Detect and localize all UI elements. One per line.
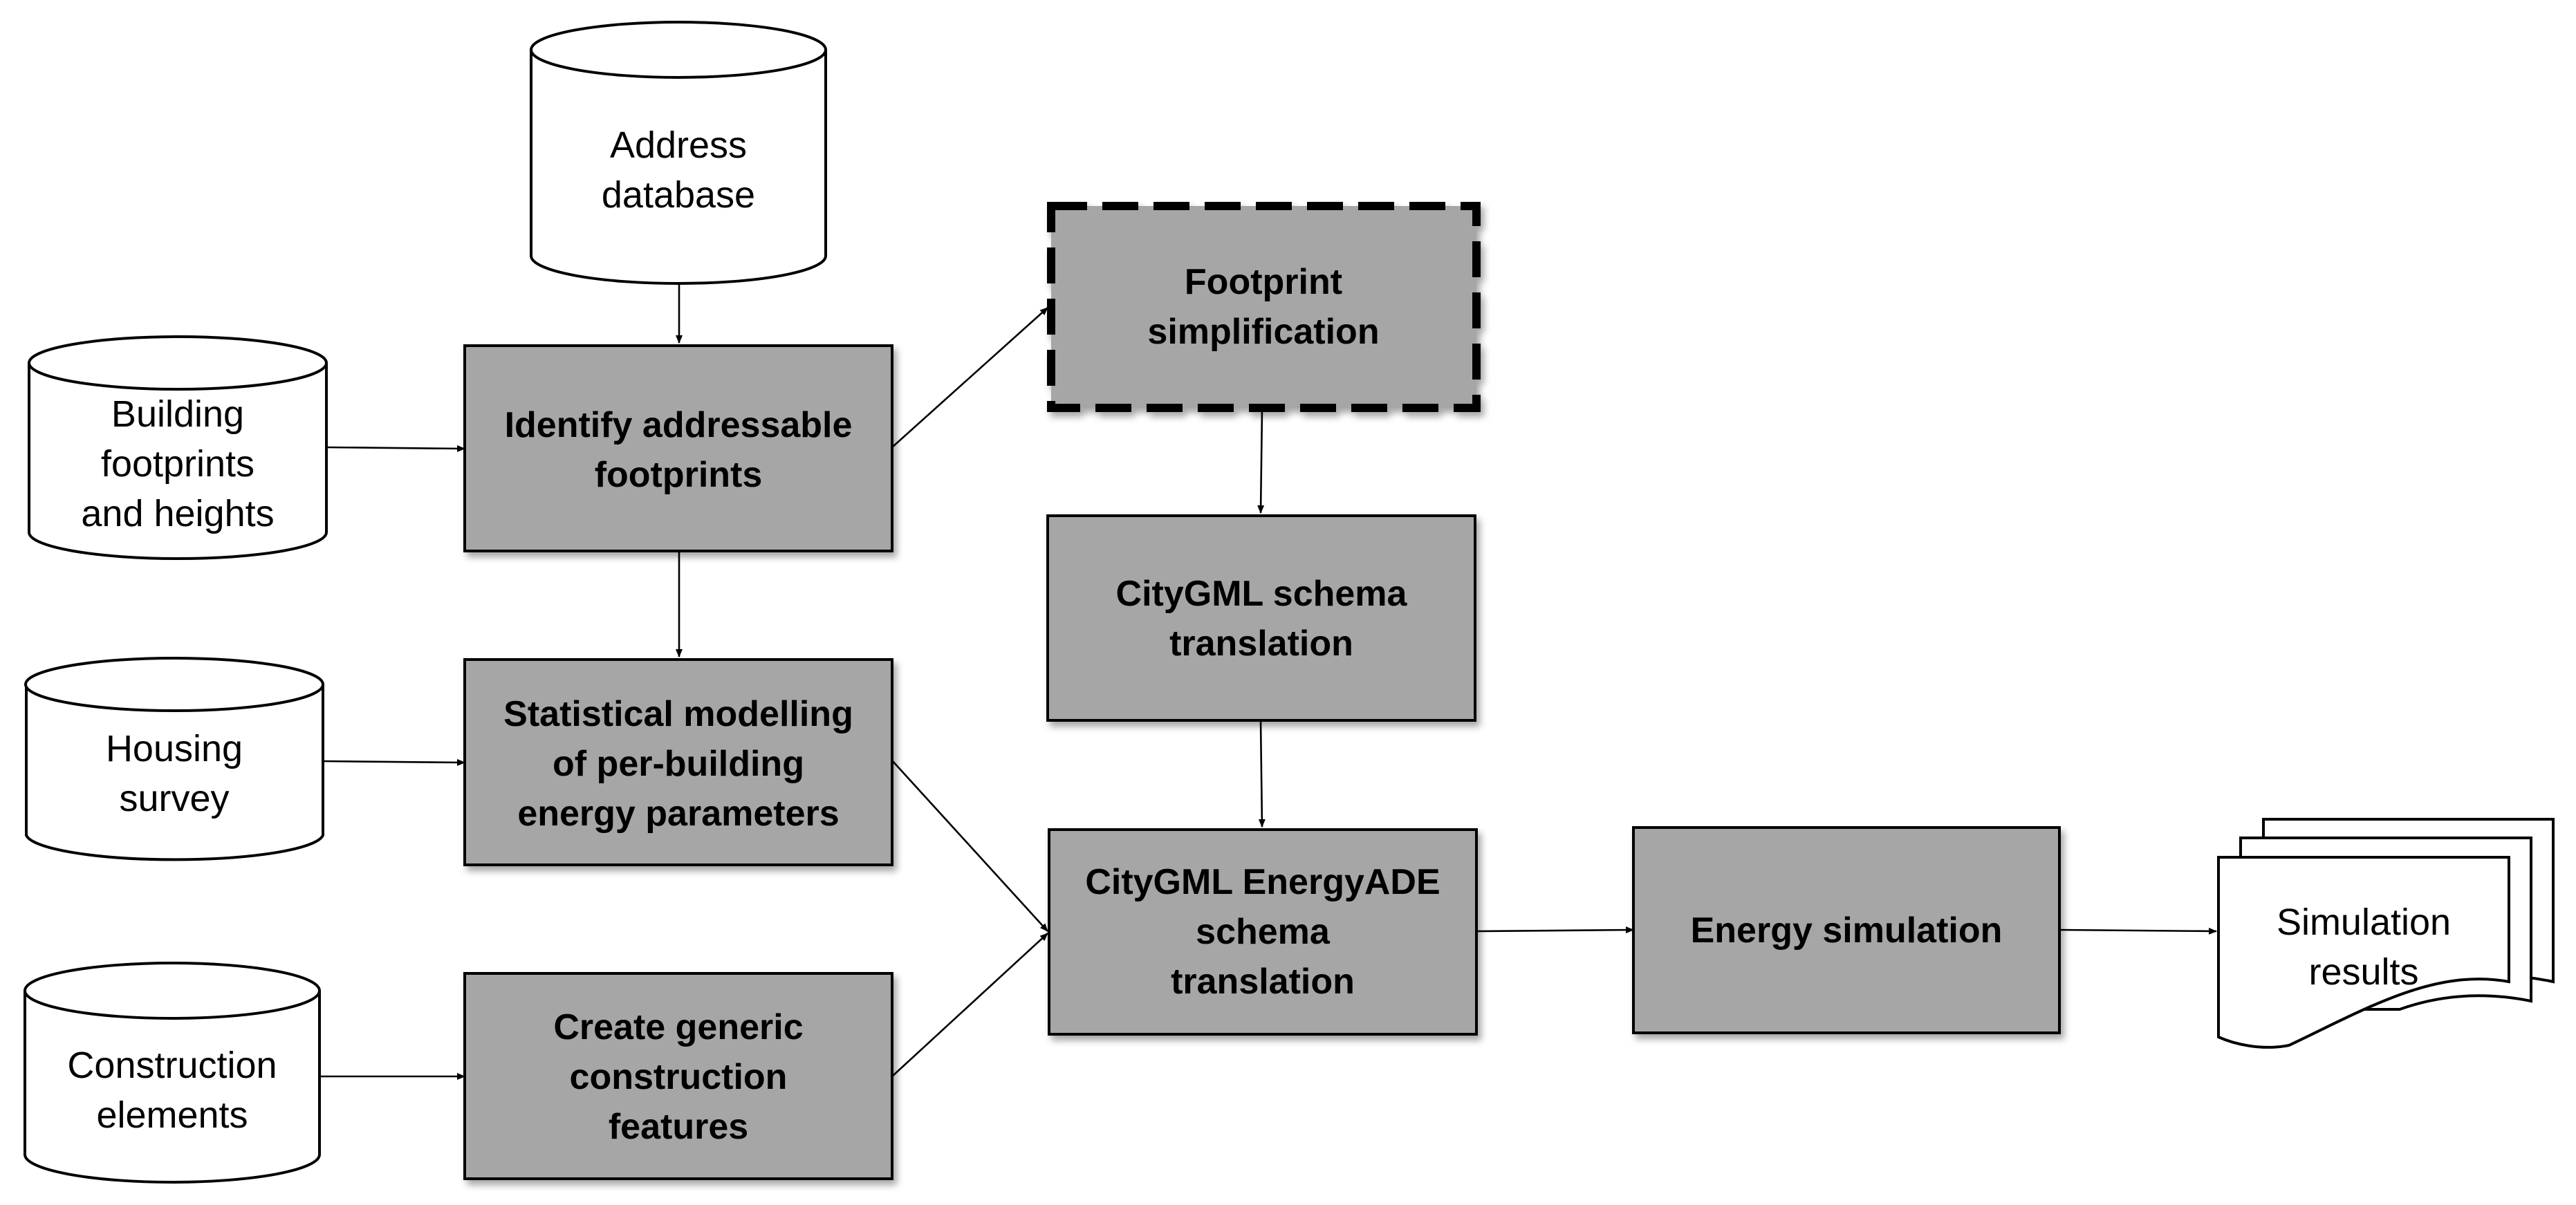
citygml-translation-box: CityGML schema translation	[1046, 514, 1476, 722]
edge-building-to-identify	[326, 445, 465, 452]
citygml-translation-label-2: translation	[1169, 624, 1353, 664]
statistical-modelling-label-2: of per-building	[553, 744, 804, 784]
energyade-translation-label-3: translation	[1171, 962, 1355, 1002]
simulation-results-label-1: Simulation	[2277, 902, 2451, 943]
edge-footprint-simplification-to-citygml	[1257, 409, 1265, 514]
footprint-simplification-label-1: Footprint	[1185, 262, 1342, 302]
energy-simulation-box: Energy simulation	[1632, 826, 2061, 1034]
identify-footprints-label-1: Identify addressable	[505, 405, 853, 445]
energy-simulation-label-1: Energy simulation	[1691, 910, 2003, 951]
building-footprints-label-2: footprints	[101, 443, 254, 485]
address-database-label-1: Address	[610, 124, 747, 166]
statistical-modelling-label-3: energy parameters	[517, 794, 839, 834]
create-generic-label-3: features	[609, 1107, 748, 1147]
construction-elements-cylinder: Construction elements	[24, 962, 321, 1184]
simulation-results-label-2: results	[2308, 951, 2418, 993]
housing-survey-label-2: survey	[119, 778, 229, 819]
simulation-results-documents: Simulation results	[2217, 818, 2555, 1049]
address-database-cylinder: Address database	[530, 21, 827, 285]
footprint-simplification-label-2: simplification	[1147, 312, 1379, 352]
building-footprints-label-1: Building	[111, 393, 244, 435]
citygml-translation-label-1: CityGML schema	[1116, 574, 1408, 614]
edge-statistical-to-energyade	[891, 760, 1048, 932]
statistical-modelling-box: Statistical modelling of per-building en…	[463, 658, 893, 866]
create-generic-label-2: construction	[570, 1057, 788, 1097]
address-database-label-2: database	[602, 174, 755, 216]
edge-housing-to-statistical	[322, 758, 465, 766]
housing-survey-cylinder: Housing survey	[24, 657, 324, 861]
energyade-translation-box: CityGML EnergyADE schema translation	[1048, 828, 1478, 1036]
housing-survey-label-1: Housing	[106, 728, 243, 769]
statistical-modelling-label-1: Statistical modelling	[503, 694, 853, 734]
edge-citygml-to-energyade	[1258, 720, 1266, 828]
construction-elements-label-2: elements	[96, 1094, 248, 1136]
create-generic-label-1: Create generic	[553, 1007, 803, 1047]
footprint-simplification-box: Footprint simplification	[1047, 202, 1481, 412]
identify-footprints-label-2: footprints	[595, 455, 763, 495]
edge-energy-simulation-to-results	[2059, 927, 2217, 935]
edge-create-to-energyade	[891, 933, 1048, 1077]
identify-footprints-box: Identify addressable footprints	[463, 344, 893, 552]
building-footprints-label-3: and heights	[81, 493, 274, 534]
building-footprints-cylinder: Building footprints and heights	[28, 335, 328, 560]
energyade-translation-label-2: schema	[1196, 912, 1331, 952]
create-generic-box: Create generic construction features	[463, 972, 893, 1180]
edges	[319, 283, 2217, 1080]
construction-elements-label-1: Construction	[67, 1045, 277, 1086]
edge-identify-to-footprint-simplification	[891, 307, 1048, 448]
edge-energyade-to-energy-simulation	[1476, 926, 1634, 934]
energyade-translation-label-1: CityGML EnergyADE	[1085, 862, 1440, 902]
